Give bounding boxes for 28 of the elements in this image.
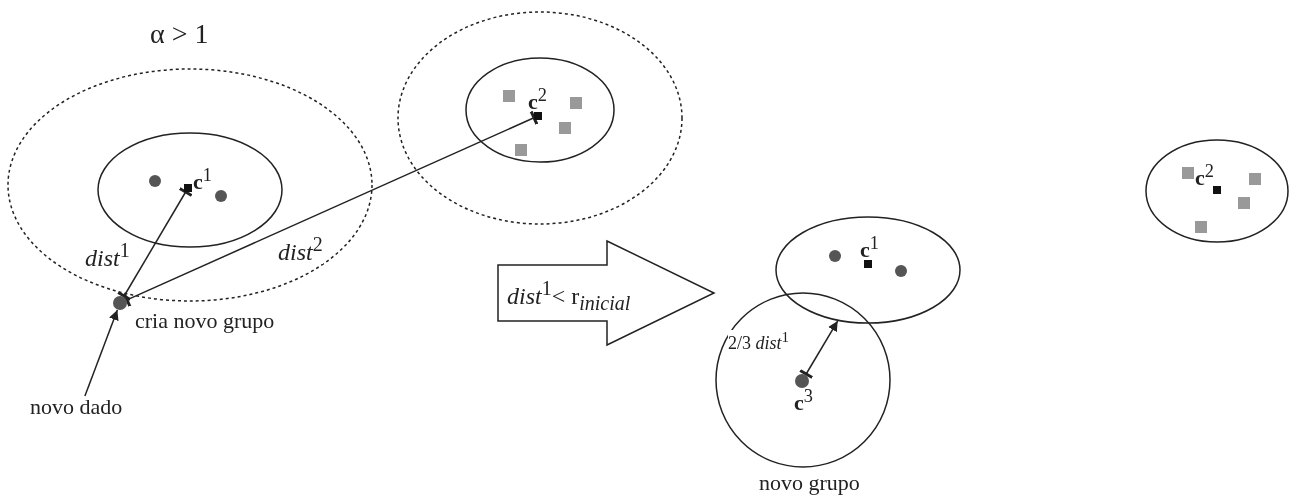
data-point	[1182, 167, 1194, 179]
data-point	[1249, 173, 1261, 185]
data-point	[149, 175, 161, 187]
data-point	[503, 90, 515, 102]
data-point	[1195, 221, 1207, 233]
edge-label: dist$^{2}$	[278, 234, 323, 264]
centroid-label: c$^{1}$	[193, 166, 212, 194]
annotation-label: novo dado	[30, 396, 130, 422]
centroid-label: c$^{2}$	[528, 86, 547, 114]
data-point	[1238, 197, 1250, 209]
data-point	[215, 190, 227, 202]
data-point	[515, 144, 527, 156]
annotation-label: cria novo grupo	[135, 310, 275, 332]
edge-label: 2/3 dist$^{1}$	[728, 330, 790, 352]
distance-line	[116, 186, 194, 302]
centroid-label: c$^{2}$	[1195, 162, 1214, 190]
annotation-label: novo grupo	[759, 472, 860, 494]
distance-line	[122, 109, 539, 308]
arrow	[798, 320, 839, 380]
data-point	[895, 265, 907, 277]
centroid-label: c$^{3}$	[794, 387, 813, 415]
arrow	[84, 309, 119, 397]
centroid-label: c$^{1}$	[860, 234, 879, 262]
data-point	[559, 122, 571, 134]
data-point	[570, 97, 582, 109]
math-label: α > 1	[150, 20, 209, 48]
condition-label: dist$^{1}$< r$_{inicial}$	[507, 278, 631, 313]
data-point	[829, 250, 841, 262]
